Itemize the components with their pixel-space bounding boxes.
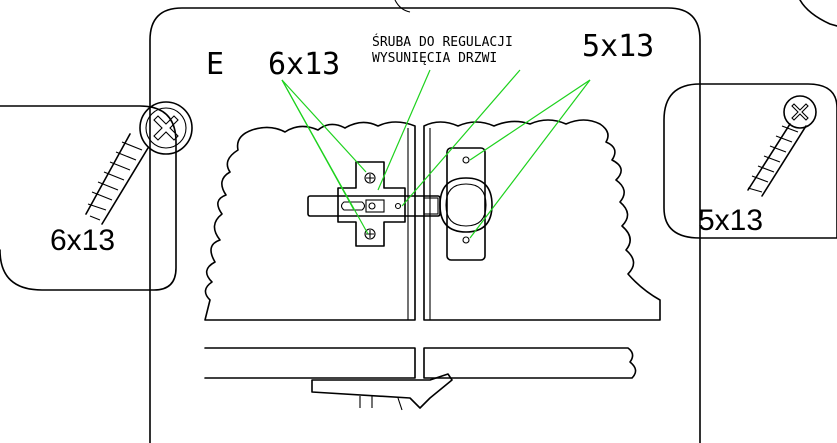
hinge-cup-inner: [445, 183, 487, 227]
leader-note-to-screw-a: [377, 69, 431, 191]
mounting-plate-hole-bottom: [462, 236, 470, 244]
arm-plate-screw-bottom: [364, 228, 376, 240]
main-panel-frame: [149, 7, 701, 443]
top-right-inset-fragment: [799, 0, 837, 27]
top-arc-fragment: [394, 0, 411, 13]
left-screw-cross-icon: [153, 115, 179, 141]
hinge-arm-plate: [337, 161, 406, 247]
right-screw-head: [783, 95, 817, 129]
label-screw-left: 6x13: [268, 47, 340, 82]
left-screw-shank: [85, 133, 149, 225]
left-screw-threads: [87, 141, 143, 221]
label-screw-right: 5x13: [582, 29, 654, 64]
hinge-arm: [307, 195, 441, 217]
leader-5x13-to-plate-top: [469, 79, 591, 161]
mounting-plate: [446, 147, 486, 261]
leader-6x13-to-bottom-screw: [281, 79, 369, 235]
left-screw-head: [139, 101, 193, 155]
leader-note-to-screw-b: [401, 69, 521, 207]
right-inset-caption: 5x13: [698, 204, 763, 237]
bottom-section-right: [423, 347, 637, 379]
bottom-hinge-profile: [311, 373, 453, 409]
mounting-plate-hole-top: [462, 156, 470, 164]
right-side-body: [423, 119, 661, 321]
hinge-knuckle: [423, 197, 439, 215]
left-inset-frame: [0, 105, 177, 291]
arm-rivet: [394, 202, 402, 210]
left-door-body: [204, 121, 416, 321]
arm-plate-screw-top-cross: [366, 174, 374, 182]
left-screw-head-inner: [145, 107, 187, 149]
right-screw-cross-icon: [791, 103, 809, 121]
leader-5x13-to-plate-bottom: [469, 79, 591, 239]
right-screw-shank: [747, 123, 807, 197]
arm-plate-screw-bottom-cross: [366, 230, 374, 238]
label-letter-e: E: [206, 47, 224, 82]
adjustment-screw-block: [365, 199, 385, 213]
arm-plate-screw-top: [364, 172, 376, 184]
bottom-hinge-detail: [359, 396, 403, 411]
right-inset-frame: [663, 83, 837, 239]
leader-lines: [281, 69, 591, 239]
leader-6x13-to-top-screw: [281, 79, 367, 173]
left-inset-caption: 6x13: [50, 224, 115, 257]
adjustment-screw: [368, 202, 376, 210]
adjust-note-line1: ŚRUBA DO REGULACJI: [372, 34, 513, 50]
adjust-note-line2: WYSUNIĘCIA DRZWI: [372, 51, 497, 66]
bottom-section-top-line: [204, 347, 416, 379]
right-screw-threads: [747, 125, 799, 193]
hinge-cup: [439, 177, 493, 233]
hinge-arm-slot: [340, 201, 366, 211]
